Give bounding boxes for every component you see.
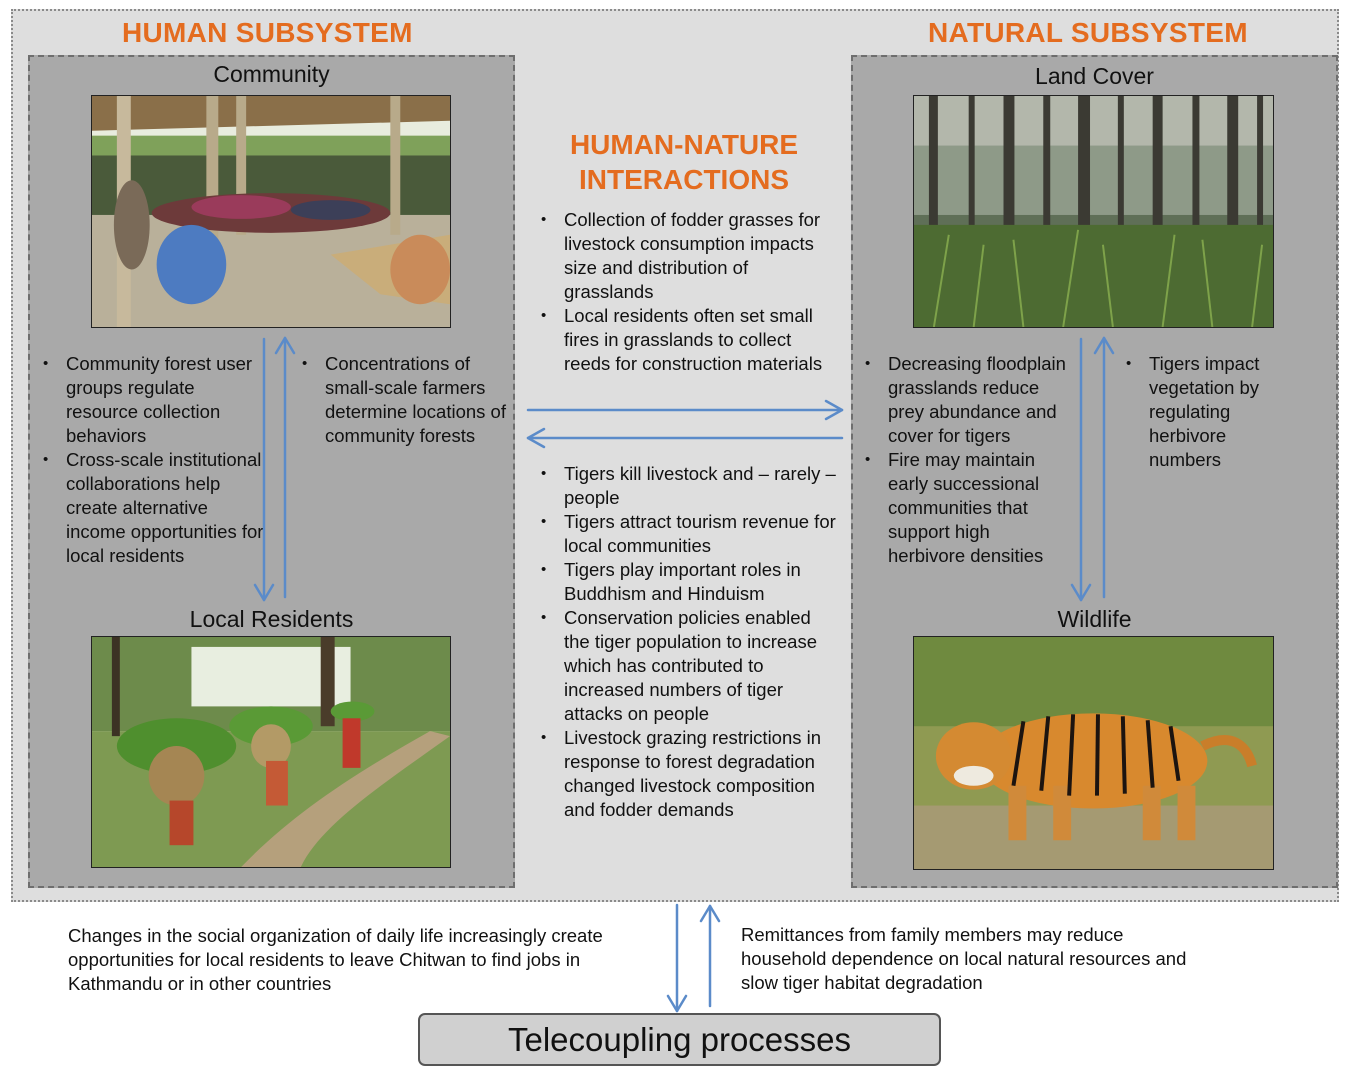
bullet-item: Tigers attract tourism revenue for local… — [541, 510, 836, 558]
bullet-item: Community forest user groups regulate re… — [43, 352, 268, 448]
wildlife-label: Wildlife — [1057, 606, 1132, 632]
local-residents-label: Local Residents — [189, 606, 354, 632]
bullet-item: Conservation policies enabled the tiger … — [541, 606, 836, 726]
bullet-item: Collection of fodder grasses for livesto… — [541, 208, 841, 304]
arrow-up-icon — [699, 904, 721, 1008]
natural-subsystem-title: NATURAL SUBSYSTEM — [928, 17, 1248, 48]
bullet-item: Local residents often set small fires in… — [541, 304, 841, 376]
bullet-item: Cross-scale institutional collaborations… — [43, 448, 268, 568]
tiger-photo — [913, 636, 1274, 870]
center-top-bullets: Collection of fodder grasses for livesto… — [541, 208, 841, 376]
human-subsystem-title: HUMAN SUBSYSTEM — [122, 17, 413, 48]
inflow-description: Remittances from family members may redu… — [741, 924, 1187, 993]
arrow-down-icon — [666, 903, 688, 1013]
center-bottom-bullets: Tigers kill livestock and – rarely – peo… — [541, 462, 836, 822]
bullet-item: Tigers kill livestock and – rarely – peo… — [541, 462, 836, 510]
community-meeting-photo — [91, 95, 451, 328]
women-carrying-fodder-photo — [91, 636, 451, 868]
bullet-item: Concentrations of small-scale farmers de… — [302, 352, 507, 448]
telecoupling-processes-box: Telecoupling processes — [418, 1013, 941, 1066]
bullet-item: Tigers play important roles in Buddhism … — [541, 558, 836, 606]
natural-left-bullets: Decreasing floodplain grasslands reduce … — [865, 352, 1070, 568]
natural-right-bullets: Tigers impact vegetation by regulating h… — [1126, 352, 1286, 472]
human-right-bullets: Concentrations of small-scale farmers de… — [302, 352, 507, 448]
bullet-item: Tigers impact vegetation by regulating h… — [1126, 352, 1286, 472]
land-cover-label: Land Cover — [1035, 63, 1154, 89]
forest-photo — [913, 95, 1274, 328]
bullet-item: Fire may maintain early successional com… — [865, 448, 1070, 568]
bullet-item: Decreasing floodplain grasslands reduce … — [865, 352, 1070, 448]
community-label: Community — [213, 61, 330, 87]
bullet-item: Livestock grazing restrictions in respon… — [541, 726, 836, 822]
human-left-bullets: Community forest user groups regulate re… — [43, 352, 268, 568]
outflow-description: Changes in the social organization of da… — [68, 925, 603, 994]
human-nature-interactions-title: HUMAN-NATURE INTERACTIONS — [569, 129, 799, 195]
